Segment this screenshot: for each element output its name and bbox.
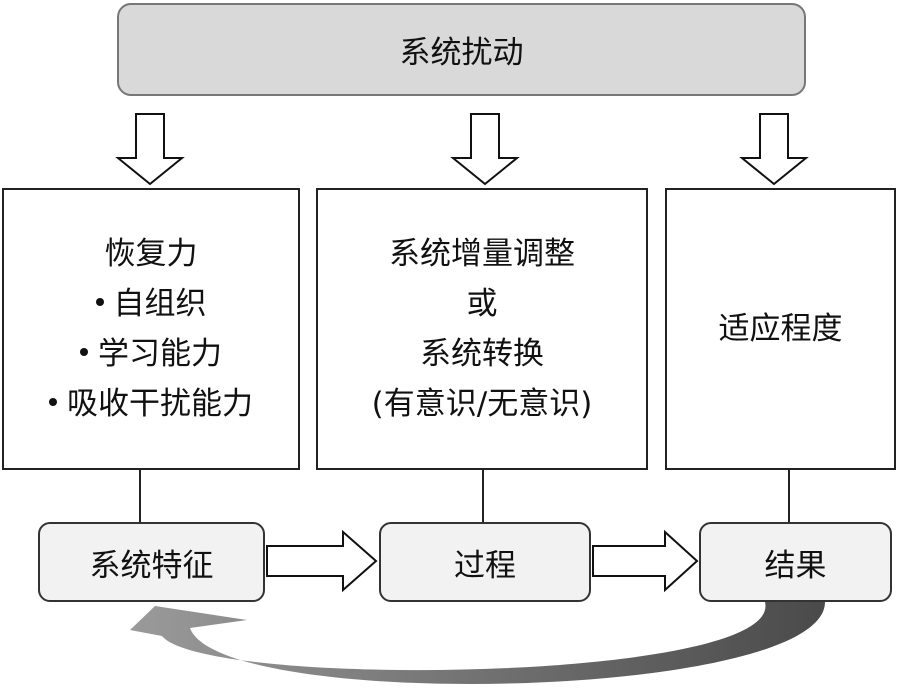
- stage-label: 系统特征: [89, 547, 214, 584]
- adaptation-title: 适应程度: [718, 311, 843, 347]
- right-arrow-process-to-result: [592, 529, 699, 593]
- resilience-title: 恢复力: [104, 236, 198, 272]
- stage-label: 结果: [764, 547, 827, 584]
- resilience-bullet-list: 自组织 学习能力 吸收干扰能力: [49, 279, 253, 429]
- resilience-panel: 恢复力 自组织 学习能力 吸收干扰能力: [2, 188, 300, 470]
- down-arrow-middle: [450, 113, 520, 186]
- bullet-item: 吸收干扰能力: [49, 379, 253, 429]
- adjustment-line: (有意识/无意识): [371, 386, 593, 422]
- adjustment-line: 系统增量调整: [389, 236, 575, 272]
- system-disturbance-banner: 系统扰动: [117, 3, 806, 96]
- bullet-item: 自组织: [49, 279, 253, 329]
- adjustment-line: 系统转换: [420, 336, 544, 372]
- down-arrow-right: [739, 113, 809, 186]
- adjustment-panel: 系统增量调整 或 系统转换 (有意识/无意识): [316, 188, 648, 470]
- stage-label: 过程: [454, 547, 516, 584]
- stage-result: 结果: [699, 522, 892, 602]
- down-arrow-left: [115, 113, 185, 186]
- bullet-item: 学习能力: [49, 329, 253, 379]
- stage-process: 过程: [379, 522, 591, 602]
- adaptation-panel: 适应程度: [665, 188, 896, 470]
- feedback-arrow: [130, 602, 825, 684]
- stage-system-feature: 系统特征: [38, 522, 265, 602]
- right-arrow-feature-to-process: [266, 529, 378, 593]
- adjustment-line: 或: [466, 286, 498, 322]
- system-disturbance-label: 系统扰动: [399, 35, 524, 71]
